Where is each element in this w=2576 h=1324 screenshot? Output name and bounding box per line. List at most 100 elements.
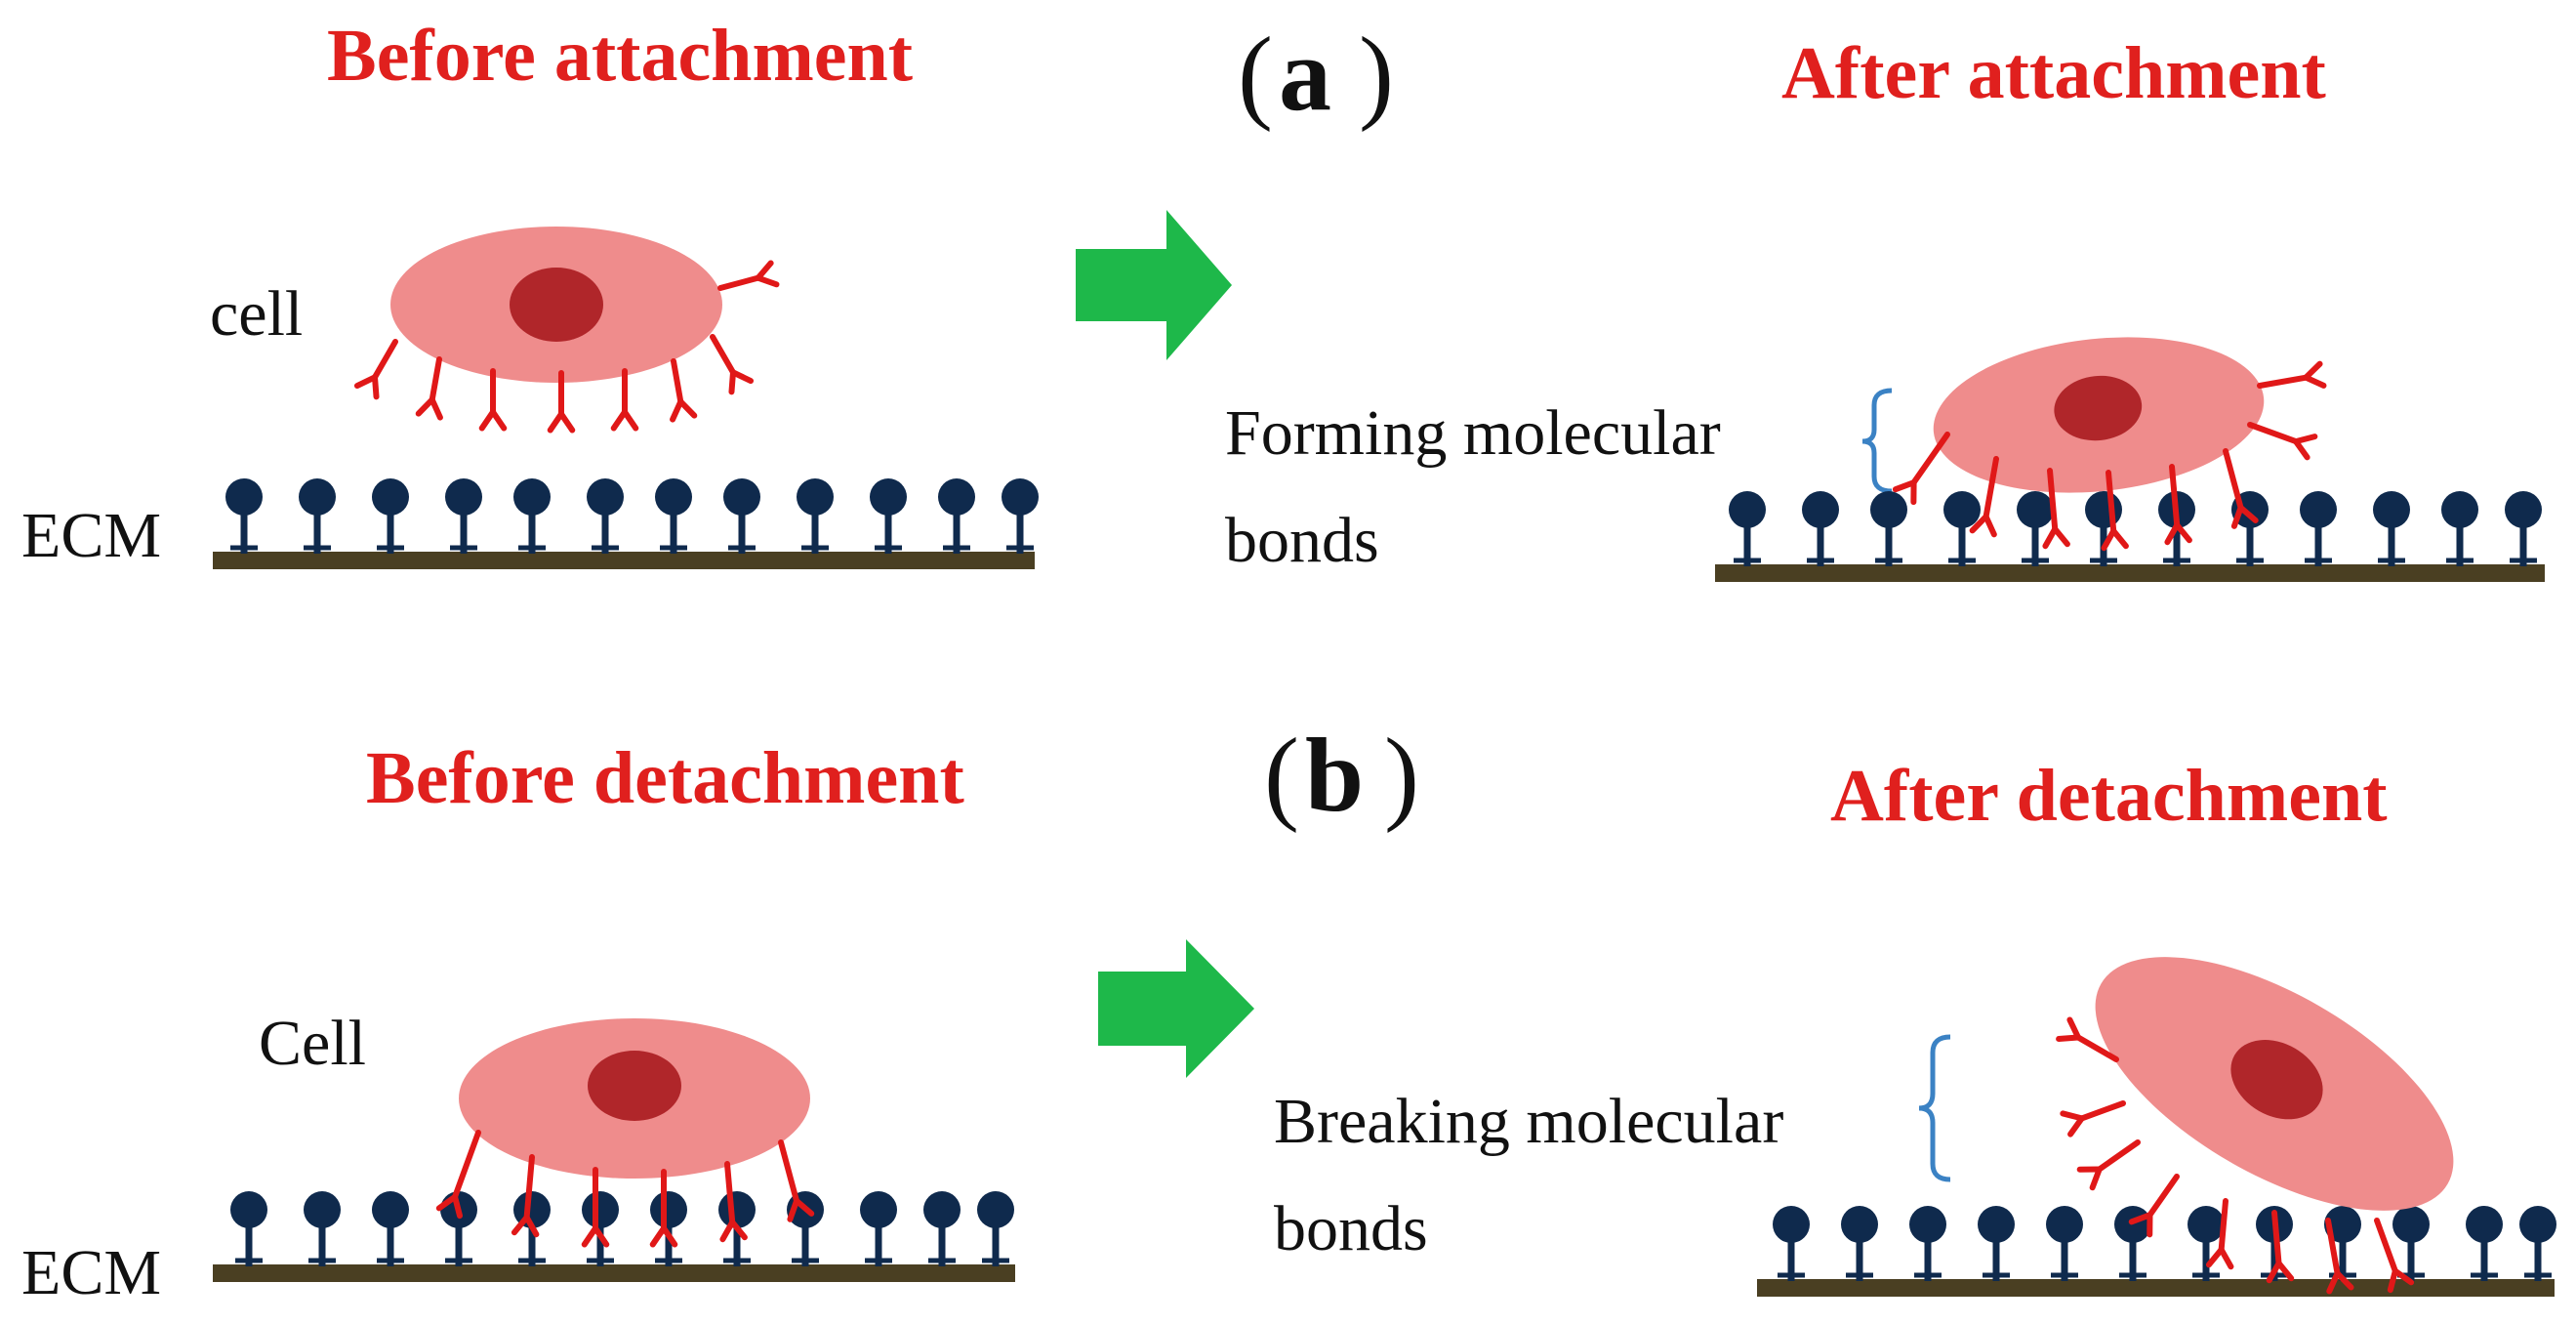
panel-b-cell-label: Cell bbox=[259, 1008, 366, 1079]
panel-b-bond-bracket bbox=[1918, 1034, 1951, 1182]
panel-b-before-title: Before detachment bbox=[366, 737, 964, 819]
ecm-ligand bbox=[797, 478, 834, 554]
panel-b-label-open-paren: ( bbox=[1264, 718, 1299, 834]
receptor bbox=[710, 334, 755, 395]
receptor bbox=[2076, 1139, 2141, 1191]
ecm-ligand bbox=[299, 478, 336, 554]
panel-b-ecm-label-left: ECM bbox=[21, 1237, 161, 1308]
ecm-ligand bbox=[1909, 1206, 1946, 1281]
ecm-ligand bbox=[372, 1191, 409, 1266]
cell-nucleus bbox=[588, 1051, 681, 1121]
panel-a-label: a bbox=[1279, 17, 1331, 133]
receptor bbox=[2325, 1218, 2354, 1295]
panel-b-bond-label-line1: Breaking molecular bbox=[1274, 1086, 1783, 1157]
receptor bbox=[2266, 1210, 2295, 1284]
receptor bbox=[415, 356, 443, 421]
ecm-substrate bbox=[1715, 564, 2545, 582]
panel-a-ecm-before bbox=[213, 478, 1039, 569]
ecm-ligand bbox=[787, 1191, 824, 1266]
ecm-ligand bbox=[1729, 491, 1766, 566]
ecm-ligand bbox=[1943, 491, 1981, 566]
panel-a-bond-bracket bbox=[1861, 388, 1893, 494]
receptor bbox=[2128, 1174, 2180, 1238]
receptor bbox=[2101, 470, 2129, 552]
receptor bbox=[511, 1154, 540, 1238]
receptor bbox=[2257, 360, 2327, 389]
panel-a-before-title: Before attachment bbox=[327, 15, 913, 97]
ecm-ligand bbox=[2519, 1206, 2556, 1281]
ecm-ligand bbox=[304, 1191, 341, 1266]
panel-b-label-close-paren: ) bbox=[1384, 718, 1419, 834]
receptor bbox=[1892, 432, 1950, 506]
receptor bbox=[2060, 1100, 2126, 1138]
ecm-ligand bbox=[860, 1191, 897, 1266]
receptor bbox=[435, 1130, 481, 1220]
panel-a-cell-label: cell bbox=[210, 278, 303, 350]
receptor bbox=[2247, 422, 2318, 461]
panel-b-after-title: After detachment bbox=[1830, 755, 2388, 837]
ecm-ligand bbox=[230, 1191, 267, 1266]
panel-a-bond-label-line1: Forming molecular bbox=[1225, 397, 1721, 469]
ecm-substrate bbox=[1757, 1279, 2555, 1297]
ecm-ligand bbox=[1978, 1206, 2015, 1281]
receptor bbox=[719, 1161, 748, 1243]
panel-a-label-open-paren: ( bbox=[1238, 17, 1273, 133]
ecm-ligand bbox=[582, 1191, 619, 1266]
receptor bbox=[478, 368, 508, 432]
receptor bbox=[547, 370, 576, 434]
ecm-ligand bbox=[2441, 491, 2478, 566]
panel-b-cell-after bbox=[2056, 957, 2454, 1295]
ecm-ligand bbox=[2505, 491, 2542, 566]
ecm-ligand bbox=[2017, 491, 2054, 566]
ecm-ligand bbox=[938, 478, 975, 554]
panel-a-ecm-label-left: ECM bbox=[21, 500, 161, 571]
ecm-ligand bbox=[977, 1191, 1014, 1266]
panel-a-after-title: After attachment bbox=[1781, 32, 2326, 114]
ecm-ligand bbox=[2300, 491, 2337, 566]
receptor bbox=[670, 358, 698, 423]
receptor bbox=[778, 1139, 815, 1222]
ecm-substrate bbox=[213, 552, 1035, 569]
ecm-ligand bbox=[445, 478, 482, 554]
receptor bbox=[1969, 456, 1999, 538]
receptor bbox=[2205, 1198, 2234, 1270]
receptor bbox=[2164, 464, 2192, 546]
receptor bbox=[2374, 1218, 2415, 1294]
ecm-ligand bbox=[2085, 491, 2122, 566]
panel-a-cell-after bbox=[1892, 337, 2327, 552]
panel-a-arrow bbox=[1076, 210, 1232, 360]
cell-nucleus bbox=[2230, 1040, 2323, 1120]
ecm-ligand bbox=[225, 478, 263, 554]
cell-nucleus bbox=[510, 268, 603, 342]
receptor bbox=[649, 1169, 678, 1248]
ecm-ligand bbox=[2466, 1206, 2503, 1281]
ecm-ligand bbox=[587, 478, 624, 554]
ecm-ligand bbox=[870, 478, 907, 554]
panel-a-label-close-paren: ) bbox=[1359, 17, 1394, 133]
panel-b-bond-label-line2: bonds bbox=[1274, 1193, 1428, 1264]
ecm-ligand bbox=[1841, 1206, 1878, 1281]
panel-b-cell-before bbox=[435, 1018, 815, 1248]
panel-a-cell-before bbox=[353, 227, 780, 434]
ecm-ligand bbox=[1773, 1206, 1810, 1281]
ecm-ligand bbox=[723, 478, 760, 554]
ecm-ligand bbox=[2046, 1206, 2083, 1281]
panel-a-ecm-after bbox=[1715, 491, 2545, 582]
ecm-ligand bbox=[650, 1191, 687, 1266]
receptor bbox=[2223, 448, 2259, 529]
ecm-ligand bbox=[2373, 491, 2410, 566]
panel-b-arrow bbox=[1098, 939, 1254, 1078]
ecm-ligand bbox=[2188, 1206, 2225, 1281]
ecm-ligand bbox=[1002, 478, 1039, 554]
ecm-ligand bbox=[372, 478, 409, 554]
panel-b-label: b bbox=[1305, 718, 1364, 834]
ecm-ligand bbox=[655, 478, 692, 554]
panel-b-ecm-after bbox=[1757, 1206, 2556, 1297]
receptor bbox=[581, 1167, 610, 1248]
ecm-ligand bbox=[1870, 491, 1907, 566]
ecm-ligand bbox=[513, 478, 551, 554]
receptor bbox=[717, 260, 780, 291]
cell-nucleus bbox=[2054, 375, 2143, 441]
ecm-ligand bbox=[923, 1191, 961, 1266]
